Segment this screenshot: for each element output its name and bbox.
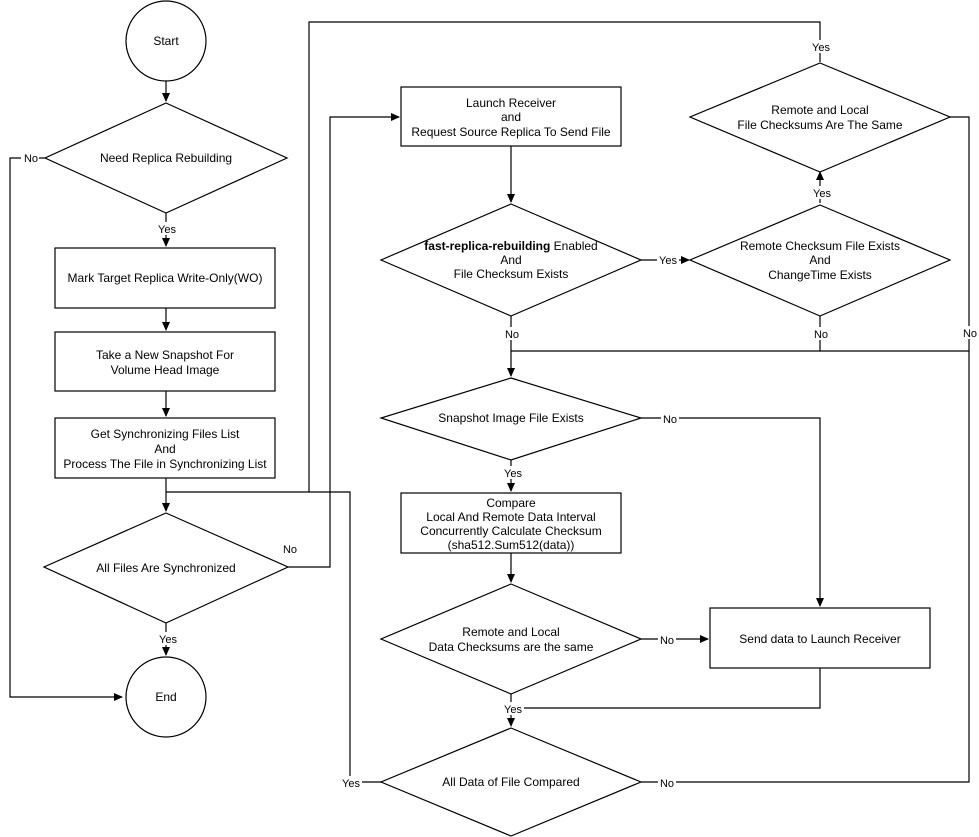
label-snapexists-yes: Yes: [502, 466, 524, 480]
svg-text:File Checksums Are The Same: File Checksums Are The Same: [737, 118, 903, 132]
svg-text:Yes: Yes: [342, 778, 360, 790]
label-snapexists-no: No: [661, 412, 679, 426]
svg-text:Remote Checksum File Exists: Remote Checksum File Exists: [740, 239, 900, 253]
fast-rebuild-bold-label: fast-replica-rebuilding: [424, 239, 550, 253]
svg-text:All Files Are Synchronized: All Files Are Synchronized: [96, 561, 235, 575]
file-checksums-same-decision: Remote and Local File Checksums Are The …: [688, 62, 952, 173]
label-need-yes: Yes: [156, 222, 178, 236]
svg-text:Local And Remote Data Interval: Local And Remote Data Interval: [426, 510, 595, 524]
svg-text:Mark Target Replica Write-Only: Mark Target Replica Write-Only(WO): [68, 271, 263, 285]
svg-text:Take a New Snapshot For: Take a New Snapshot For: [96, 348, 234, 362]
svg-text:Yes: Yes: [504, 704, 522, 716]
edge-same-no: [820, 116, 970, 352]
compare-checksum-step: Compare Local And Remote Data Interval C…: [400, 492, 622, 554]
svg-text:Yes: Yes: [659, 255, 677, 267]
svg-text:Need Replica Rebuilding: Need Replica Rebuilding: [100, 151, 232, 165]
svg-text:Data Checksums are the same: Data Checksums are the same: [429, 640, 594, 654]
edge-alldata-yes: [166, 491, 382, 783]
svg-text:Yes: Yes: [504, 468, 522, 480]
svg-text:ChangeTime Exists: ChangeTime Exists: [768, 268, 872, 282]
edge-labels: Yes No No Yes Yes Yes Yes No: [21, 40, 979, 790]
label-alldata-yes: Yes: [340, 776, 362, 790]
svg-text:Request Source Replica To Send: Request Source Replica To Send File: [411, 125, 611, 139]
svg-text:Concurrently Calculate Checksu: Concurrently Calculate Checksum: [420, 524, 601, 538]
label-alldata-no: No: [658, 776, 676, 790]
all-data-compared-decision: All Data of File Compared: [379, 727, 643, 837]
svg-text:Start: Start: [153, 34, 179, 48]
label-checksums-no: No: [658, 633, 676, 647]
edge-snapexists-no: [641, 417, 824, 607]
svg-text:And: And: [154, 442, 175, 456]
svg-text:fast-replica-rebuilding Enable: fast-replica-rebuilding Enabled: [424, 239, 597, 253]
svg-text:No: No: [963, 328, 977, 340]
svg-text:And: And: [809, 253, 830, 267]
svg-text:Yes: Yes: [159, 634, 177, 646]
svg-text:No: No: [283, 544, 297, 556]
svg-text:Remote and Local: Remote and Local: [462, 625, 559, 639]
start-node: Start: [125, 0, 207, 82]
svg-text:No: No: [24, 153, 38, 165]
edge-alldata-no: [641, 351, 970, 783]
svg-text:No: No: [505, 329, 519, 341]
label-remote-yes: Yes: [811, 186, 833, 200]
send-data-step: Send data to Launch Receiver: [709, 607, 931, 669]
svg-text:Snapshot Image File Exists: Snapshot Image File Exists: [438, 411, 583, 425]
svg-text:All Data of File Compared: All Data of File Compared: [442, 775, 579, 789]
svg-text:Launch Receiver: Launch Receiver: [466, 96, 556, 110]
label-same-yes: Yes: [810, 40, 832, 54]
svg-text:No: No: [660, 778, 674, 790]
svg-text:(sha512.Sum512(data)): (sha512.Sum512(data)): [448, 538, 575, 552]
sync-files-list-step: Get Synchronizing Files List And Process…: [54, 417, 276, 479]
label-fast-no: No: [503, 327, 521, 341]
end-node: End: [125, 656, 207, 738]
svg-text:Get Synchronizing Files List: Get Synchronizing Files List: [91, 427, 240, 441]
label-same-no: No: [962, 326, 979, 340]
svg-text:End: End: [155, 690, 176, 704]
svg-text:File Checksum Exists: File Checksum Exists: [454, 267, 569, 281]
snapshot-exists-decision: Snapshot Image File Exists: [379, 377, 643, 461]
label-need-no: No: [21, 152, 39, 165]
need-rebuild-decision: Need Replica Rebuilding: [43, 102, 289, 214]
svg-text:Volume Head Image: Volume Head Image: [111, 363, 220, 377]
fast-rebuild-rest-label: Enabled: [550, 239, 597, 253]
label-fast-yes: Yes: [657, 254, 679, 267]
svg-text:No: No: [663, 414, 677, 426]
label-remote-no: No: [812, 327, 830, 341]
label-allsynced-no: No: [281, 543, 299, 556]
svg-text:and: and: [501, 110, 521, 124]
svg-text:No: No: [660, 635, 674, 647]
edge-remote-no: [511, 316, 821, 352]
edge-send-to-merge: [511, 668, 821, 709]
svg-text:Remote and Local: Remote and Local: [771, 103, 868, 117]
remote-checksum-file-decision: Remote Checksum File Exists And ChangeTi…: [688, 204, 952, 317]
label-allsynced-yes: Yes: [157, 632, 179, 646]
svg-text:Yes: Yes: [813, 188, 831, 200]
svg-text:And: And: [500, 253, 521, 267]
svg-text:Send data to Launch Receiver: Send data to Launch Receiver: [739, 632, 900, 646]
svg-text:Process The File in Synchroniz: Process The File in Synchronizing List: [63, 457, 267, 471]
svg-text:Yes: Yes: [812, 42, 830, 54]
fast-rebuild-decision: fast-replica-rebuilding Enabled And File…: [379, 203, 643, 317]
all-files-synchronized-decision: All Files Are Synchronized: [42, 512, 290, 624]
svg-text:Yes: Yes: [158, 224, 176, 236]
mark-write-only-step: Mark Target Replica Write-Only(WO): [54, 247, 276, 309]
svg-text:Compare: Compare: [486, 496, 536, 510]
svg-text:No: No: [814, 329, 828, 341]
label-checksums-yes: Yes: [502, 702, 524, 716]
take-snapshot-step: Take a New Snapshot For Volume Head Imag…: [54, 331, 276, 392]
launch-receiver-step: Launch Receiver and Request Source Repli…: [400, 86, 622, 147]
edge-allsynced-no: [288, 113, 400, 568]
data-checksums-same-decision: Remote and Local Data Checksums are the …: [379, 583, 643, 695]
